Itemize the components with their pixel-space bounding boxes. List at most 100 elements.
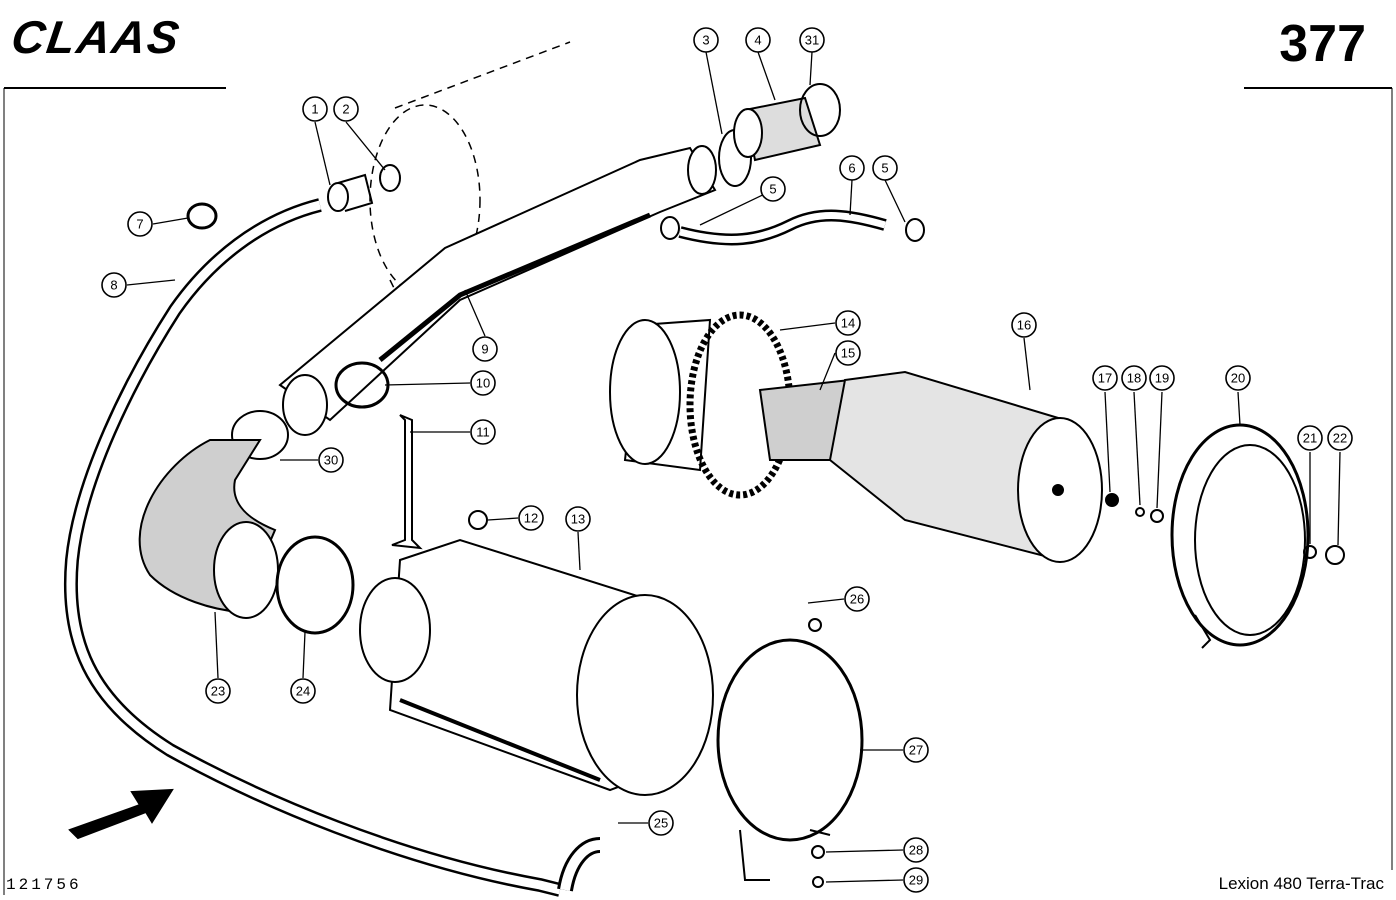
- callout-circle: [1121, 365, 1147, 391]
- callout-label: 5: [769, 182, 776, 197]
- callout-6: 6: [839, 155, 865, 181]
- callout-label: 12: [524, 511, 538, 526]
- callout-3: 3: [693, 27, 719, 53]
- callout-label: 10: [476, 376, 490, 391]
- callout-25: 25: [648, 810, 674, 836]
- callout-label: 5: [881, 161, 888, 176]
- callout-circle: [1297, 425, 1323, 451]
- callout-label: 14: [841, 316, 855, 331]
- callout-label: 18: [1127, 371, 1141, 386]
- callout-label: 4: [754, 33, 761, 48]
- callout-circle: [760, 176, 786, 202]
- callout-14: 14: [835, 310, 861, 336]
- callout-circle: [839, 155, 865, 181]
- part-12-sensor: [468, 510, 488, 530]
- callout-7: 7: [127, 211, 153, 237]
- callout-label: 15: [841, 346, 855, 361]
- callout-circle: [872, 155, 898, 181]
- callout-circle: [1011, 312, 1037, 338]
- part-28-bolt: [811, 845, 825, 859]
- callout-circle: [127, 211, 153, 237]
- callout-circle: [835, 310, 861, 336]
- callout-circle: [745, 27, 771, 53]
- part-19-seal: [1150, 509, 1164, 523]
- callout-label: 22: [1333, 431, 1347, 446]
- callout-circle: [290, 678, 316, 704]
- callout-circle: [903, 737, 929, 763]
- callout-circle: [518, 505, 544, 531]
- part-29-washer: [812, 876, 824, 888]
- part-21-washer: [1303, 545, 1317, 559]
- part-7-hose-clamp: [186, 202, 218, 230]
- callout-circle: [1092, 365, 1118, 391]
- callout-circle: [1149, 365, 1175, 391]
- callout-26: 26: [844, 586, 870, 612]
- callout-21: 21: [1297, 425, 1323, 451]
- callout-circle: [799, 27, 825, 53]
- callout-label: 30: [324, 453, 338, 468]
- callout-label: 20: [1231, 371, 1245, 386]
- part-24-clamp: [275, 535, 355, 635]
- part-20-filter-cover: [1170, 423, 1310, 649]
- part-23-elbow-hose: [138, 439, 279, 619]
- part-16-main-filter: [828, 370, 1103, 563]
- callout-label: 7: [136, 217, 143, 232]
- callout-circle: [318, 447, 344, 473]
- callout-label: 29: [909, 873, 923, 888]
- callout-4: 4: [745, 27, 771, 53]
- callout-19: 19: [1149, 365, 1175, 391]
- callout-label: 8: [110, 278, 117, 293]
- callout-24: 24: [290, 678, 316, 704]
- leader-lines: [126, 51, 1341, 883]
- callout-circle: [333, 96, 359, 122]
- callout-20: 20: [1225, 365, 1251, 391]
- part-14-safety-element: [609, 311, 794, 499]
- callout-circle: [835, 340, 861, 366]
- callout-label: 11: [476, 425, 490, 440]
- part-4-sleeve: [733, 96, 822, 162]
- callout-circle: [205, 678, 231, 704]
- callout-label: 19: [1155, 371, 1169, 386]
- part-11-bracket: [391, 414, 423, 550]
- part-26-bolt: [808, 618, 822, 632]
- callout-18: 18: [1121, 365, 1147, 391]
- callout-label: 27: [909, 743, 923, 758]
- callout-circle: [565, 506, 591, 532]
- part-22-wing-nut: [1325, 545, 1345, 565]
- callout-17: 17: [1092, 365, 1118, 391]
- callout-5: 5: [872, 155, 898, 181]
- part-17-nut: [1105, 493, 1119, 507]
- callout-circle: [693, 27, 719, 53]
- callout-31: 31: [799, 27, 825, 53]
- part-30-ring: [231, 410, 289, 460]
- callout-22: 22: [1327, 425, 1353, 451]
- callout-circle: [903, 837, 929, 863]
- callout-30: 30: [318, 447, 344, 473]
- callout-label: 1: [311, 102, 318, 117]
- callout-circle: [101, 272, 127, 298]
- part-5-clamp-left: [660, 216, 680, 240]
- callout-label: 17: [1098, 371, 1112, 386]
- callout-16: 16: [1011, 312, 1037, 338]
- callout-13: 13: [565, 506, 591, 532]
- callout-label: 31: [805, 33, 819, 48]
- callout-label: 28: [909, 843, 923, 858]
- callout-29: 29: [903, 867, 929, 893]
- page-number: 377: [1279, 15, 1366, 73]
- callout-circle: [844, 586, 870, 612]
- callout-label: 13: [571, 512, 585, 527]
- callout-circle: [1225, 365, 1251, 391]
- part-18-washer: [1135, 507, 1145, 517]
- part-31-clamp: [799, 83, 841, 137]
- callout-label: 21: [1303, 431, 1317, 446]
- callout-5: 5: [760, 176, 786, 202]
- part-2-clamp-ring: [379, 164, 401, 192]
- part-9-intake-pipe: [278, 145, 717, 436]
- callout-circle: [903, 867, 929, 893]
- callout-circle: [472, 336, 498, 362]
- callout-2: 2: [333, 96, 359, 122]
- callout-circle: [470, 419, 496, 445]
- callout-label: 26: [850, 592, 864, 607]
